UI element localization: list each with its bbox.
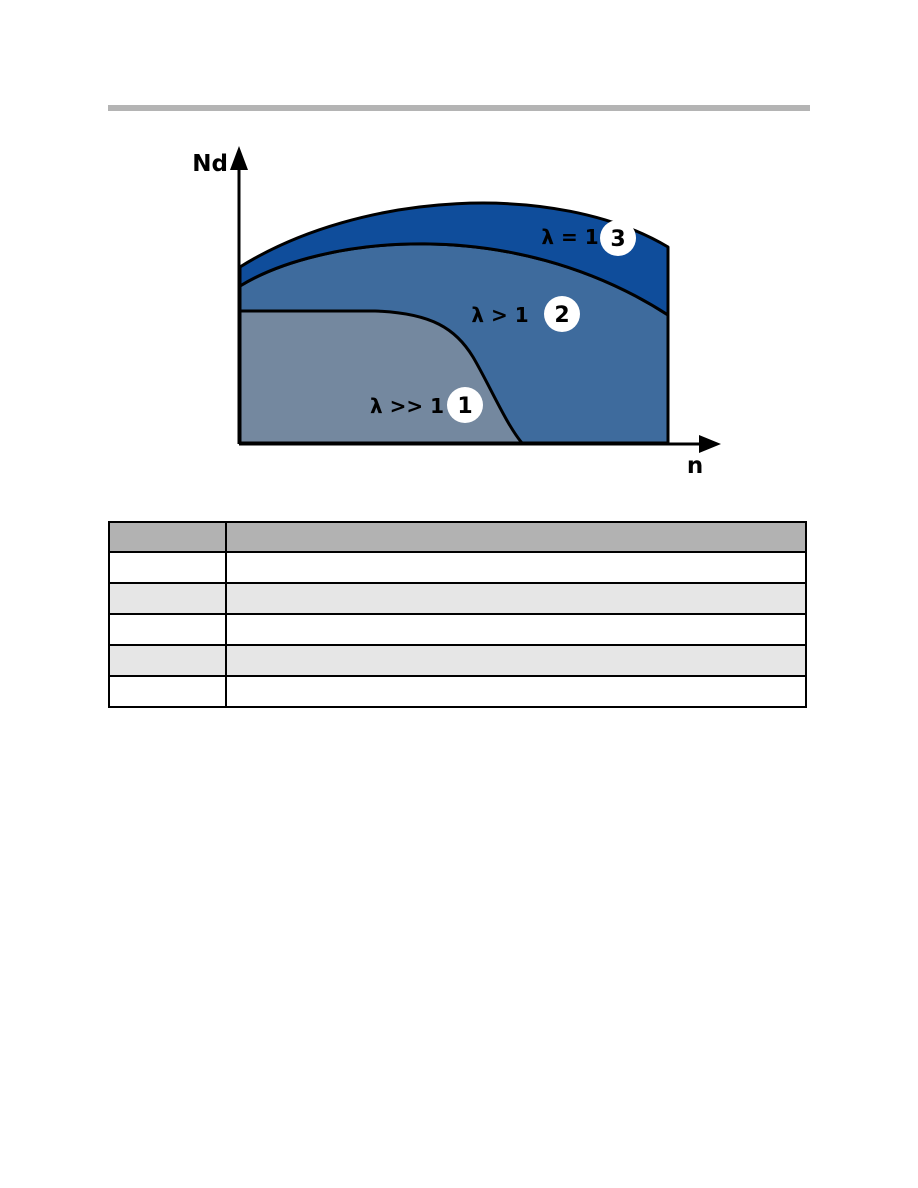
- badge-3-number: 3: [610, 227, 625, 252]
- table-cell: [108, 675, 227, 708]
- section-divider-rule: [108, 105, 810, 111]
- region-3-label: λ = 1: [541, 225, 598, 249]
- legend-table: [108, 521, 807, 708]
- lambda-region-diagram: Nd n λ = 1 λ > 1 λ >> 1 3 2 1: [170, 135, 740, 485]
- table-cell: [225, 613, 807, 646]
- table-row: [108, 644, 807, 677]
- y-axis-arrow-icon: [230, 146, 248, 170]
- table-cell: [108, 613, 227, 646]
- legend-table-header-cell-desc: [225, 521, 807, 553]
- table-row: [108, 582, 807, 615]
- table-row: [108, 613, 807, 646]
- table-row: [108, 551, 807, 584]
- y-axis-label: Nd: [192, 151, 228, 177]
- badge-3-circle: [600, 220, 636, 256]
- table-cell: [225, 644, 807, 677]
- legend-table-header-cell-key: [108, 521, 227, 553]
- badge-2-number: 2: [554, 303, 569, 328]
- region-2-label: λ > 1: [471, 303, 528, 327]
- table-row: [108, 675, 807, 708]
- table-cell: [225, 675, 807, 708]
- badge-1-number: 1: [457, 394, 472, 419]
- region-lambda-eq-1-area: [238, 201, 670, 317]
- badge-2-circle: [544, 296, 580, 332]
- x-axis-label: n: [687, 453, 703, 479]
- table-cell: [108, 551, 227, 584]
- table-cell: [225, 551, 807, 584]
- badge-1-circle: [447, 387, 483, 423]
- x-axis-arrow-icon: [699, 435, 721, 453]
- legend-table-header-row: [108, 521, 807, 553]
- table-cell: [225, 582, 807, 615]
- table-cell: [108, 644, 227, 677]
- table-cell: [108, 582, 227, 615]
- diagram-canvas: Nd n λ = 1 λ > 1 λ >> 1 3 2 1: [192, 146, 721, 479]
- region-1-label: λ >> 1: [370, 394, 444, 418]
